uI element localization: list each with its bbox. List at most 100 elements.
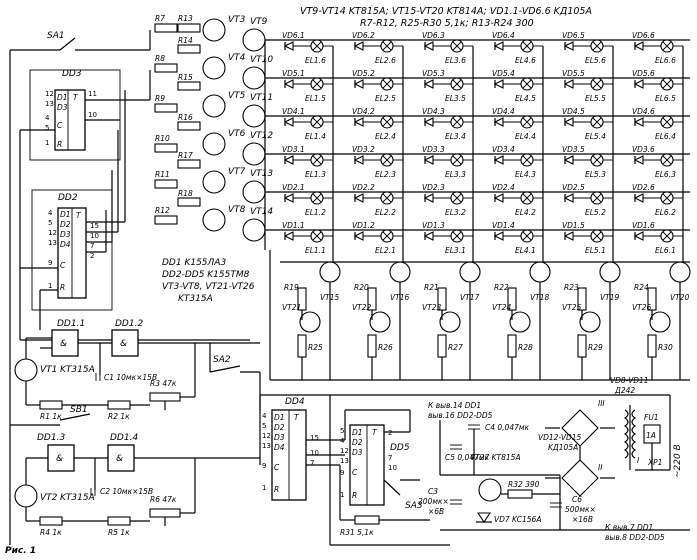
header-line1: VT9-VT14 KT815A; VT15-VT20 KT814A; VD1.1…: [300, 6, 592, 17]
svg-text:4: 4: [45, 114, 50, 122]
diode-label: VD2.3: [422, 183, 445, 192]
lamp-cross-b: [382, 155, 392, 165]
generator-1: DD1.1 & DD1.2 & VT1 KT315A C1 10мк×15В R…: [14, 319, 260, 421]
lamp-cross-b: [312, 117, 322, 127]
svg-text:&: &: [56, 454, 63, 464]
diode-symbol: [633, 231, 644, 241]
column-transistor-low-label: VT24: [492, 303, 511, 312]
lamp-cross-b: [592, 41, 602, 51]
lamp-label: EL1.5: [305, 94, 326, 103]
svg-text:10: 10: [388, 464, 397, 472]
diode-symbol: [633, 117, 644, 127]
diode-label: VD2.4: [492, 183, 515, 192]
diode-symbol: [423, 193, 434, 203]
lamp-label: EL6.3: [655, 170, 676, 179]
svg-text:R17: R17: [178, 151, 193, 160]
diode-symbol: [493, 231, 504, 241]
svg-text:VT2: VT2: [40, 493, 58, 503]
column-drivers: VT15R19VT21R25VT16R20VT22R26VT17R21VT23R…: [270, 261, 691, 381]
dd4-chip: DD4 T D1 D2 D3 D4 C R 4 5 12 13 9 1 15 1…: [259, 394, 670, 501]
svg-text:T: T: [372, 428, 378, 437]
column-transistor-top: [459, 261, 481, 283]
lamp-cross-b: [522, 79, 532, 89]
diode-label: VD2.5: [562, 183, 585, 192]
svg-text:R2 1к: R2 1к: [108, 412, 130, 421]
svg-text:VD8-VD11: VD8-VD11: [610, 376, 649, 385]
diode-symbol: [493, 193, 504, 203]
diode-label: VD6.6: [632, 31, 655, 40]
driver-transistors: VT3 VT4 VT5 VT6 VT7 VT8: [202, 15, 246, 232]
diode-symbol: [563, 79, 574, 89]
svg-text:VT13: VT13: [250, 169, 273, 179]
lamp-cross-b: [662, 155, 672, 165]
column-resistor-low: [437, 334, 447, 358]
svg-text:C: C: [352, 468, 358, 477]
svg-text:R7: R7: [155, 14, 165, 23]
diode-label: VD1.3: [422, 221, 445, 230]
lamp-label: EL5.4: [585, 132, 606, 141]
svg-text:VT4: VT4: [228, 53, 246, 63]
svg-text:D3: D3: [57, 103, 68, 112]
svg-text:R18: R18: [178, 189, 193, 198]
svg-text:R: R: [352, 491, 357, 500]
svg-text:&: &: [60, 339, 67, 349]
svg-text:10: 10: [90, 232, 99, 240]
svg-text:R14: R14: [178, 36, 193, 45]
diode-label: VD3.5: [562, 145, 585, 154]
lamp-cross-b: [382, 193, 392, 203]
column-transistor-top: [319, 261, 341, 283]
svg-text:FU1: FU1: [644, 413, 659, 422]
diode-label: VD1.1: [282, 221, 305, 230]
column-resistor-top-label: R23: [564, 283, 579, 292]
svg-text:KT315A: KT315A: [60, 493, 95, 503]
svg-text:VT9: VT9: [250, 17, 268, 27]
svg-text:C5 0,047мк: C5 0,047мк: [445, 453, 490, 462]
diode-symbol: [353, 79, 364, 89]
diode-label: VD3.2: [352, 145, 375, 154]
sa1-switch: SA1: [9, 31, 150, 545]
column-transistor-low-label: VT23: [422, 303, 441, 312]
lamp-cross-b: [452, 193, 462, 203]
diode-symbol: [423, 41, 434, 51]
diode-symbol: [563, 231, 574, 241]
lamp-cross-b: [592, 79, 602, 89]
column-resistor-top-label: R20: [354, 283, 369, 292]
svg-text:R5 1к: R5 1к: [108, 528, 130, 537]
lamp-cross-b: [592, 231, 602, 241]
svg-text:DD5: DD5: [390, 443, 410, 453]
diode-symbol: [353, 193, 364, 203]
lamp-cross-b: [312, 41, 322, 51]
svg-text:C4 0,047мк: C4 0,047мк: [485, 423, 530, 432]
column-resistor-low-label: R30: [658, 343, 673, 352]
column-transistor-low: [579, 311, 601, 333]
svg-text:7: 7: [388, 454, 392, 462]
svg-text:500мк×: 500мк×: [565, 505, 596, 514]
lamp-cross-b: [662, 117, 672, 127]
svg-text:D3: D3: [60, 230, 71, 239]
svg-text:9: 9: [340, 469, 344, 477]
svg-text:VT14: VT14: [250, 207, 273, 217]
svg-text:R16: R16: [178, 113, 193, 122]
diode-label: VD3.1: [282, 145, 305, 154]
diode-symbol: [353, 117, 364, 127]
lamp-cross-b: [662, 79, 672, 89]
diode-label: VD5.3: [422, 69, 445, 78]
lamp-label: EL6.6: [655, 56, 676, 65]
svg-text:4: 4: [340, 437, 345, 445]
diode-symbol: [283, 117, 294, 127]
lamp-label: EL4.6: [515, 56, 536, 65]
lamp-cross-b: [452, 41, 462, 51]
lamp-label: EL4.5: [515, 94, 536, 103]
